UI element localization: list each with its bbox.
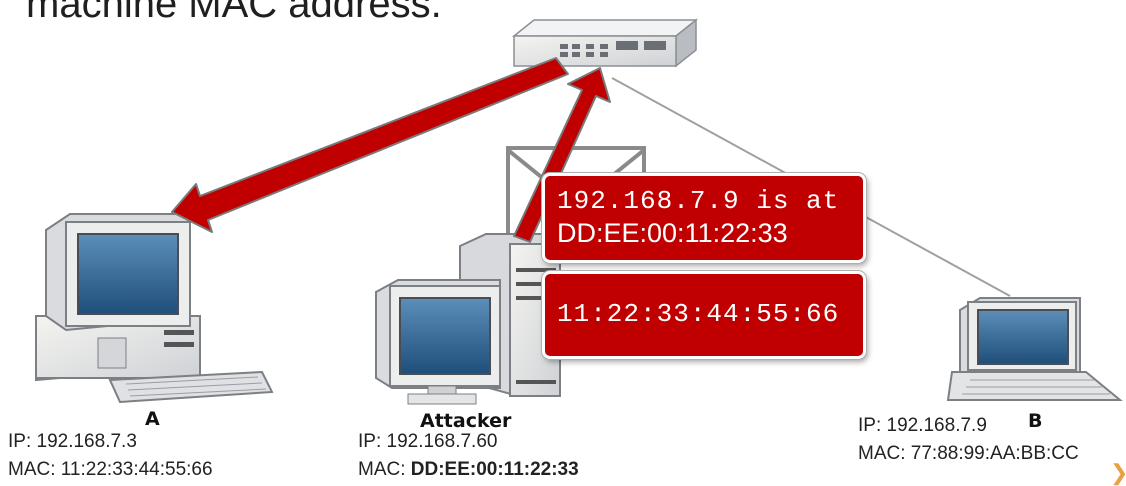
host-a-name: A [145, 408, 160, 430]
chevron-right-icon[interactable]: ❯ [1110, 460, 1126, 486]
host-b-name: B [1028, 410, 1043, 432]
computer-a-icon [35, 213, 274, 404]
host-attacker-ip: IP: 192.168.7.60 [358, 431, 498, 452]
arp-reply-bubble-2: 11:22:33:44:55:66 [542, 271, 866, 359]
host-attacker-mac: MAC: DD:EE:00:11:22:33 [358, 459, 579, 481]
host-attacker-mac-label: MAC: [358, 459, 411, 480]
host-a-ip: IP: 192.168.7.3 [8, 431, 137, 452]
arrow-attacker-to-switch [513, 67, 611, 243]
arp-reply-2-text: 11:22:33:44:55:66 [557, 299, 840, 329]
arrow-switch-to-a [171, 57, 569, 233]
host-b-mac: MAC: 77:88:99:AA:BB:CC [858, 443, 1079, 464]
arp-reply-line-1: 192.168.7.9 is at [557, 186, 840, 216]
attacker-computer-icon [375, 233, 561, 405]
host-b-ip: IP: 192.168.7.9 [858, 415, 987, 436]
slide-heading: machine MAC address. [26, 0, 442, 26]
network-switch [511, 18, 699, 68]
arp-reply-line-2: DD:EE:00:11:22:33 [557, 218, 788, 248]
host-a-mac: MAC: 11:22:33:44:55:66 [8, 459, 213, 480]
host-attacker-mac-value: DD:EE:00:11:22:33 [410, 459, 579, 480]
laptop-b-icon [946, 297, 1123, 401]
arp-reply-bubble: 192.168.7.9 is at DD:EE:00:11:22:33 [542, 173, 866, 263]
host-attacker-name: Attacker [420, 410, 512, 432]
